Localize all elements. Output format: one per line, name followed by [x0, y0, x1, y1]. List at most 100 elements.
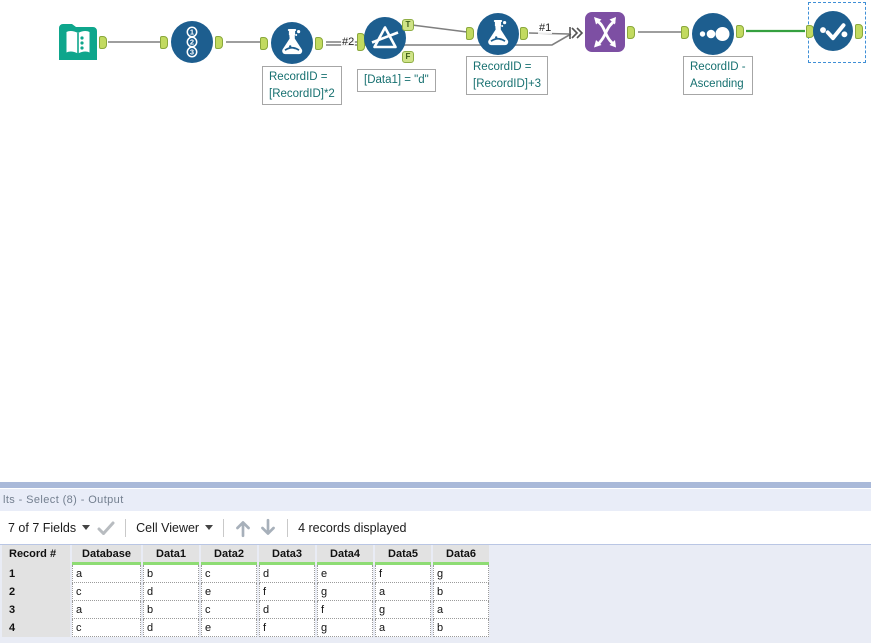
record-number-cell[interactable]: 2	[2, 583, 70, 601]
table-cell[interactable]: f	[375, 565, 431, 583]
union-multi-input-marker	[569, 27, 584, 39]
filter-false-label: F	[405, 52, 411, 61]
table-cell[interactable]: f	[259, 619, 315, 637]
annotation-line: [RecordID]*2	[269, 87, 335, 100]
record-number-cell[interactable]: 3	[2, 601, 70, 619]
table-cell[interactable]: a	[433, 601, 489, 619]
table-cell[interactable]: d	[259, 601, 315, 619]
input-data-icon	[59, 24, 97, 60]
filter-true-label: T	[405, 20, 411, 29]
results-splitter-bar[interactable]	[0, 482, 871, 489]
formula2-input-anchor[interactable]	[466, 27, 474, 40]
table-cell[interactable]: g	[317, 619, 373, 637]
table-row: 4 c d e f g a b	[2, 619, 489, 637]
table-cell[interactable]: d	[143, 583, 199, 601]
cell-viewer-dropdown[interactable]: Cell Viewer	[136, 520, 214, 535]
table-cell[interactable]: e	[317, 565, 373, 583]
table-cell[interactable]: a	[375, 619, 431, 637]
input-data-tool[interactable]	[57, 21, 99, 63]
annotation-line: [RecordID]+3	[473, 77, 542, 90]
sort-output-anchor[interactable]	[736, 25, 744, 38]
record-number-cell[interactable]: 1	[2, 565, 70, 583]
table-cell[interactable]: e	[201, 583, 257, 601]
toolbar-divider	[223, 518, 225, 537]
table-row: 3 a b c d f g a	[2, 601, 489, 619]
table-cell[interactable]: d	[143, 619, 199, 637]
fields-dropdown-label: 7 of 7 Fields	[8, 520, 77, 535]
table-cell[interactable]: c	[72, 619, 141, 637]
table-header-row: Record # Database Data1 Data2 Data3 Data…	[2, 545, 489, 565]
table-cell[interactable]: a	[72, 565, 141, 583]
union-output-anchor[interactable]	[627, 26, 635, 39]
table-cell[interactable]: b	[143, 565, 199, 583]
record-id-tool[interactable]: 1 2 3	[171, 21, 213, 63]
column-header[interactable]: Data4	[317, 545, 373, 565]
chevron-down-icon	[205, 525, 214, 530]
column-header[interactable]: Data2	[201, 545, 257, 565]
table-cell[interactable]: g	[433, 565, 489, 583]
union-tool[interactable]	[585, 12, 625, 52]
filter-icon	[364, 17, 406, 59]
table-cell[interactable]: g	[375, 601, 431, 619]
sort-input-anchor[interactable]	[681, 26, 689, 39]
column-header-record[interactable]: Record #	[2, 545, 70, 565]
apply-check-icon[interactable]	[97, 521, 115, 535]
table-cell[interactable]: b	[433, 619, 489, 637]
filter-true-anchor[interactable]: T	[402, 19, 414, 31]
arrow-up-icon[interactable]	[234, 518, 252, 538]
table-cell[interactable]: g	[317, 583, 373, 601]
table-cell[interactable]: f	[259, 583, 315, 601]
pane-divider	[0, 481, 871, 482]
records-displayed-label: 4 records displayed	[298, 520, 407, 535]
formula2-tool[interactable]	[477, 13, 519, 55]
results-header: lts - Select (8) - Output	[0, 489, 871, 511]
record-id-icon: 1 2 3	[171, 21, 213, 63]
results-toolbar: 7 of 7 Fields Cell Viewer 4 records disp…	[0, 511, 871, 545]
table-cell[interactable]: c	[201, 601, 257, 619]
formula1-input-anchor[interactable]	[260, 37, 268, 50]
input-output-anchor[interactable]	[99, 36, 107, 49]
filter-tool[interactable]	[364, 17, 406, 59]
connection-filter-formula2[interactable]	[411, 24, 468, 33]
formula2-annotation[interactable]: RecordID = [RecordID]+3	[466, 56, 549, 96]
annotation-line: Ascending	[690, 77, 744, 90]
sort-tool[interactable]	[692, 13, 734, 55]
column-header[interactable]: Data1	[143, 545, 199, 565]
svg-text:3: 3	[190, 48, 194, 57]
recordid-output-anchor[interactable]	[215, 36, 223, 49]
workflow-canvas[interactable]: 1 2 3 T F	[0, 0, 871, 481]
recordid-input-anchor[interactable]	[160, 36, 168, 49]
select-tool[interactable]	[813, 11, 853, 51]
table-cell[interactable]: c	[72, 583, 141, 601]
filter-false-anchor[interactable]: F	[402, 51, 414, 63]
select-output-anchor[interactable]	[855, 24, 863, 39]
cell-viewer-label: Cell Viewer	[136, 520, 200, 535]
column-header[interactable]: Database	[72, 545, 141, 565]
table-cell[interactable]: d	[259, 565, 315, 583]
fields-dropdown[interactable]: 7 of 7 Fields	[8, 520, 91, 535]
filter-annotation[interactable]: [Data1] = "d"	[357, 69, 436, 92]
table-row: 1 a b c d e f g	[2, 565, 489, 583]
table-cell[interactable]: b	[433, 583, 489, 601]
sort-annotation[interactable]: RecordID - Ascending	[683, 56, 753, 96]
formula-icon	[271, 22, 313, 64]
table-cell[interactable]: b	[143, 601, 199, 619]
arrow-down-icon[interactable]	[259, 518, 277, 538]
table-cell[interactable]: a	[375, 583, 431, 601]
table-cell[interactable]: f	[317, 601, 373, 619]
column-header[interactable]: Data5	[375, 545, 431, 565]
formula1-annotation[interactable]: RecordID = [RecordID]*2	[262, 66, 342, 106]
formula1-output-anchor[interactable]	[315, 37, 323, 50]
chevron-down-icon	[82, 525, 91, 530]
record-number-cell[interactable]: 4	[2, 619, 70, 637]
table-cell[interactable]: e	[201, 619, 257, 637]
toolbar-divider	[125, 518, 127, 537]
formula2-output-anchor[interactable]	[520, 27, 528, 40]
formula1-tool[interactable]	[271, 22, 313, 64]
svg-text:2: 2	[190, 38, 194, 47]
column-header[interactable]: Data3	[259, 545, 315, 565]
table-cell[interactable]: a	[72, 601, 141, 619]
table-cell[interactable]: c	[201, 565, 257, 583]
union-icon	[585, 12, 625, 52]
column-header[interactable]: Data6	[433, 545, 489, 565]
